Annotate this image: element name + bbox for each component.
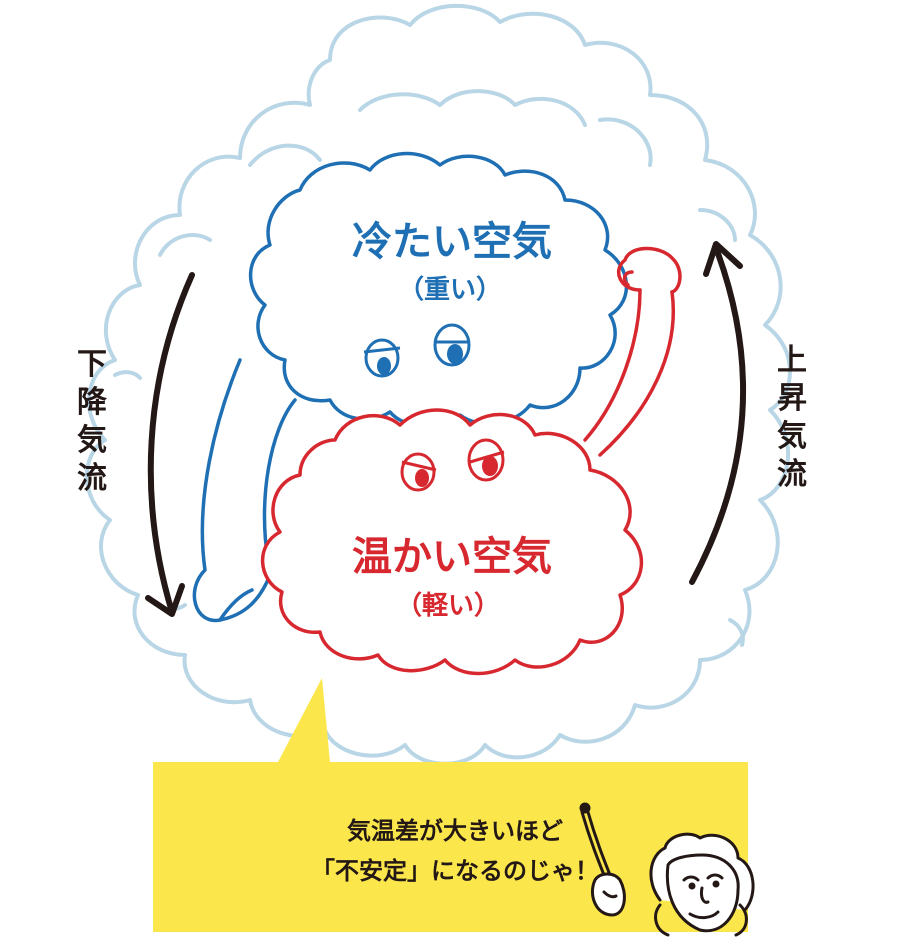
speech-bubble	[153, 678, 748, 932]
outer-cloud	[84, 3, 792, 766]
updraft-label: 上昇気流	[777, 343, 807, 492]
professor-character-icon	[649, 832, 755, 937]
warm-air-cloud	[260, 246, 682, 676]
warm-air-eyes	[400, 438, 505, 492]
warm-air-subtitle: （軽い）	[396, 590, 500, 621]
pointer-stick-icon	[579, 802, 626, 917]
speech-bubble-line-2: 「不安定」になるのじゃ！	[311, 857, 599, 885]
downward-curved-arrow-icon	[145, 272, 195, 617]
cold-air-subtitle: （重い）	[398, 275, 502, 305]
cold-air-cloud	[192, 151, 628, 623]
speech-bubble-line-1: 気温差が大きいほど	[347, 817, 563, 845]
downdraft-label: 下降気流	[77, 347, 107, 496]
warm-air-title: 温かい空気	[352, 534, 552, 580]
cold-air-title: 冷たい空気	[352, 219, 552, 265]
upward-curved-arrow-icon	[689, 241, 747, 585]
cold-air-eyes	[363, 323, 471, 378]
